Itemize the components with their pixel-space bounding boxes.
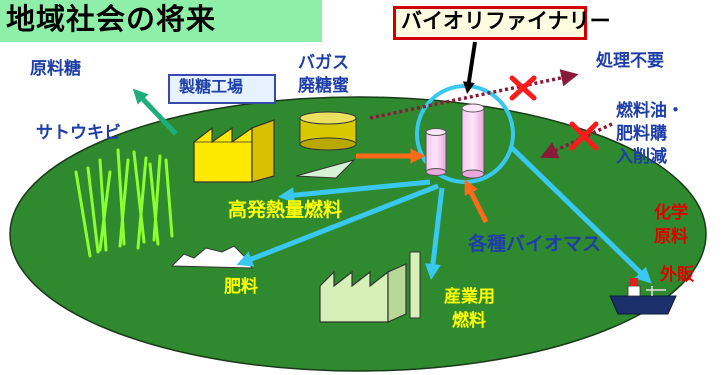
chemical-label-line2: 原料 [654, 227, 688, 247]
sugar-factory-icon [193, 119, 275, 183]
residue-pile-icon [295, 159, 356, 179]
industrial-factory-icon [319, 251, 421, 323]
sugarcane-label: サトウキビ [36, 123, 121, 143]
fuel-oil-label-line1: 燃料油・ [616, 101, 684, 121]
biorefinery-label-box [393, 6, 587, 40]
biorefinery-label: バイオリファイナリー [401, 9, 611, 33]
sugar-factory-label-box [168, 74, 276, 104]
biorefinery-tanks-icon [425, 103, 485, 179]
arrow-biomass-inflow [464, 179, 489, 224]
industrial-fuel-label-line2: 燃料 [452, 311, 486, 331]
arrow-raw-sugar [132, 88, 178, 136]
molasses-tank-icon [299, 111, 357, 151]
external-sale-label: 外販 [660, 265, 694, 285]
disposal-unneeded-label: 処理不要 [596, 51, 664, 71]
arrow-high-heat-fuel [278, 179, 431, 204]
cross-icon [509, 75, 537, 101]
raw-sugar-label: 原料糖 [30, 59, 81, 79]
fuel-oil-label-line2: 肥料購 [616, 124, 667, 144]
arrow-industrial-fuel [425, 187, 445, 280]
various-biomass-label: 各種バイオマス [468, 233, 602, 255]
chemical-label-line1: 化学 [654, 203, 688, 223]
sugar-factory-label: 製糖工場 [179, 77, 244, 96]
cross-icon [569, 121, 599, 151]
fertilizer-label: 肥料 [224, 277, 258, 297]
arrow-disposal-unneeded [369, 69, 579, 120]
high-heat-fuel-label: 高発熱量燃料 [228, 199, 343, 221]
industrial-fuel-label-line1: 産業用 [444, 287, 495, 307]
title-background [0, 0, 322, 42]
page-title: 地域社会の将来 [6, 2, 217, 36]
arrow-biorefinery-pointer [462, 41, 477, 94]
bagasse-label: バガス [298, 53, 349, 73]
arrow-external-sale [508, 144, 652, 284]
ship-icon [609, 278, 677, 315]
sugarcane-icon [74, 148, 174, 258]
arrow-fertilizer [236, 183, 439, 267]
fuel-oil-label-line3: 入削減 [616, 147, 667, 167]
molasses-label: 廃糖蜜 [298, 76, 349, 96]
